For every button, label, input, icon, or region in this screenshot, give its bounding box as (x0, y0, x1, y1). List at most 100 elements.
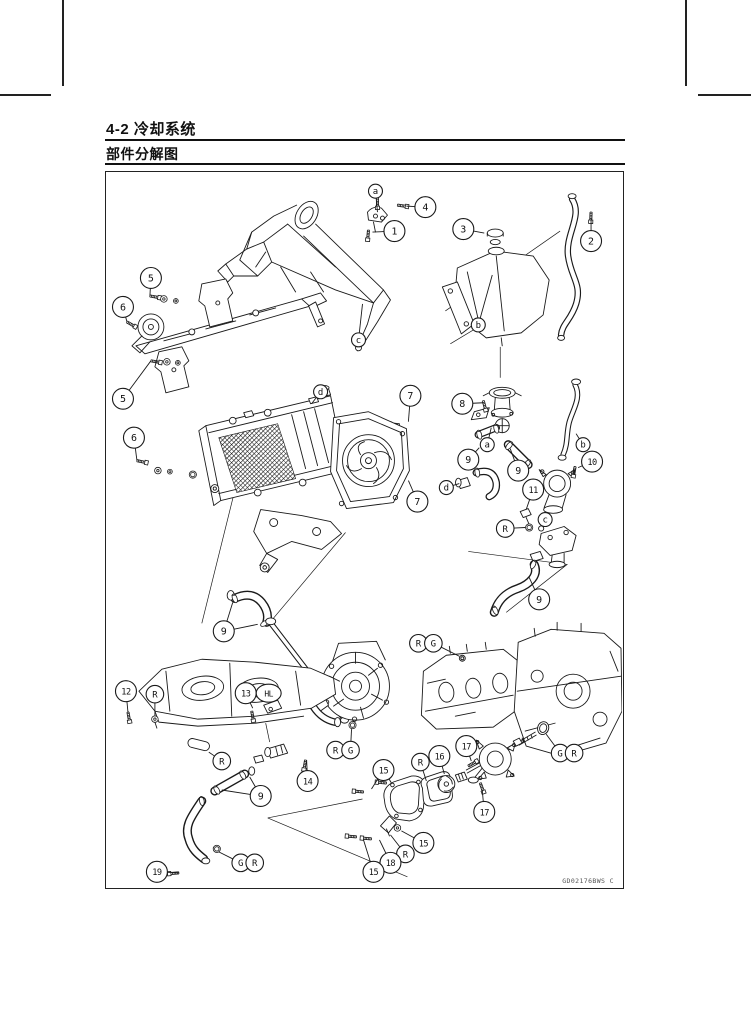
svg-text:9: 9 (536, 595, 542, 606)
callout-a-16: a (479, 427, 495, 453)
svg-text:c: c (356, 336, 361, 346)
callout-r-38: R (411, 752, 430, 782)
svg-text:b: b (476, 321, 481, 331)
section-number: 4-2 (106, 121, 130, 138)
svg-text:16: 16 (435, 752, 445, 762)
callout-9-34: 9 (221, 776, 272, 808)
svg-text:5: 5 (148, 273, 154, 284)
callout-9-24: 9 (212, 602, 258, 643)
cooling-fan-sketch (330, 411, 410, 509)
svg-text:17: 17 (462, 742, 472, 752)
svg-text:1: 1 (391, 226, 397, 237)
svg-text:R: R (403, 850, 409, 860)
water-pump-sketch (344, 737, 527, 842)
elbow-hose-sketch (455, 467, 501, 501)
callout-12-28: 12 (114, 680, 137, 713)
callout-2-4: 2 (580, 219, 603, 253)
callout-r-45: R (390, 834, 415, 864)
svg-text:G: G (238, 859, 243, 869)
engine-blocks-sketch (420, 621, 622, 757)
svg-text:R: R (416, 640, 422, 650)
svg-text:d: d (444, 484, 449, 494)
svg-text:15: 15 (369, 868, 379, 878)
fitting-bracket-sketch (187, 699, 309, 773)
callout-15-37: 15 (371, 759, 395, 790)
section-title: 冷却系统 (133, 121, 196, 138)
callout-r-49: R (245, 853, 265, 873)
callout-6-8: 6 (111, 295, 134, 323)
svg-text:9: 9 (515, 466, 521, 477)
callout-17-43: 17 (473, 789, 496, 823)
figure-code: GD02176BWS C (562, 877, 614, 885)
callout-7-12: 7 (399, 384, 422, 422)
reserve-tank-sketch (441, 228, 550, 347)
callout-r-42: R (564, 743, 584, 763)
svg-text:19: 19 (152, 868, 162, 878)
callout-3-3: 3 (452, 218, 485, 241)
callout-a-0: a (367, 183, 384, 213)
binding-mark-left-horizontal (0, 94, 51, 96)
svg-text:G: G (348, 746, 353, 756)
header-rule-1 (105, 139, 625, 141)
callout-r-29: R (145, 684, 165, 717)
radiator-lower-bracket-sketch (253, 509, 342, 573)
svg-text:a: a (373, 187, 378, 197)
svg-text:c: c (542, 516, 547, 526)
callout-11-21: 11 (522, 478, 545, 510)
svg-text:R: R (252, 859, 258, 869)
callout-10-20: 10 (577, 450, 604, 473)
header-rule-2 (105, 163, 625, 165)
svg-text:17: 17 (480, 808, 490, 818)
callout-r-26: R (409, 633, 428, 653)
svg-text:3: 3 (460, 224, 466, 235)
svg-text:10: 10 (587, 458, 597, 468)
svg-text:15: 15 (379, 766, 389, 776)
svg-text:18: 18 (386, 859, 396, 869)
cooling-system-exploded-diagram: a4132cb5656d77d8a99b1011Rc99RG12R13HLR14… (111, 183, 622, 883)
alternator-cover-sketch (309, 640, 390, 728)
svg-text:b: b (580, 441, 585, 451)
callout-1-2: 1 (372, 220, 406, 243)
svg-text:14: 14 (303, 777, 313, 787)
short-hose-sketch (210, 766, 256, 796)
callout-6-10: 6 (122, 426, 145, 461)
binding-mark-top-left-vertical (62, 0, 64, 86)
callout-17-40: 17 (455, 735, 478, 762)
svg-text:R: R (571, 749, 577, 759)
water-pipe-b-sketch (557, 378, 582, 461)
filler-neck-sketch (470, 386, 522, 434)
svg-text:R: R (418, 758, 424, 768)
subsection-title: 部件分解图 (106, 146, 179, 162)
svg-text:9: 9 (221, 627, 227, 638)
binding-mark-top-right-vertical (685, 0, 687, 86)
radiator-sketch (198, 385, 401, 506)
svg-text:5: 5 (120, 394, 126, 405)
lower-hose-sketch (166, 795, 221, 877)
overflow-hose-sketch (557, 193, 594, 341)
svg-text:4: 4 (422, 203, 428, 214)
callout-18-46: 18 (379, 839, 402, 874)
callout-9-25: 9 (528, 577, 551, 611)
svg-text:R: R (333, 746, 339, 756)
svg-text:13: 13 (241, 690, 251, 700)
svg-text:R: R (219, 757, 225, 767)
callout-hl-31: HL (255, 683, 282, 703)
svg-text:9: 9 (258, 791, 264, 802)
svg-text:7: 7 (414, 497, 420, 508)
callout-5-9: 5 (111, 360, 152, 410)
svg-text:12: 12 (121, 688, 131, 698)
svg-text:11: 11 (529, 486, 539, 496)
radiator-stay-sketch (125, 278, 328, 479)
svg-text:7: 7 (407, 391, 413, 402)
binding-mark-right-horizontal (698, 94, 751, 96)
svg-text:G: G (557, 749, 562, 759)
callout-r-22: R (495, 519, 526, 538)
thermostat-housing-sketch (519, 465, 578, 569)
svg-text:6: 6 (120, 302, 126, 313)
callout-b-6: b (470, 274, 493, 333)
callout-15-44: 15 (401, 830, 435, 854)
callout-9-17: 9 (457, 447, 480, 471)
callout-g-36: G (341, 729, 360, 760)
